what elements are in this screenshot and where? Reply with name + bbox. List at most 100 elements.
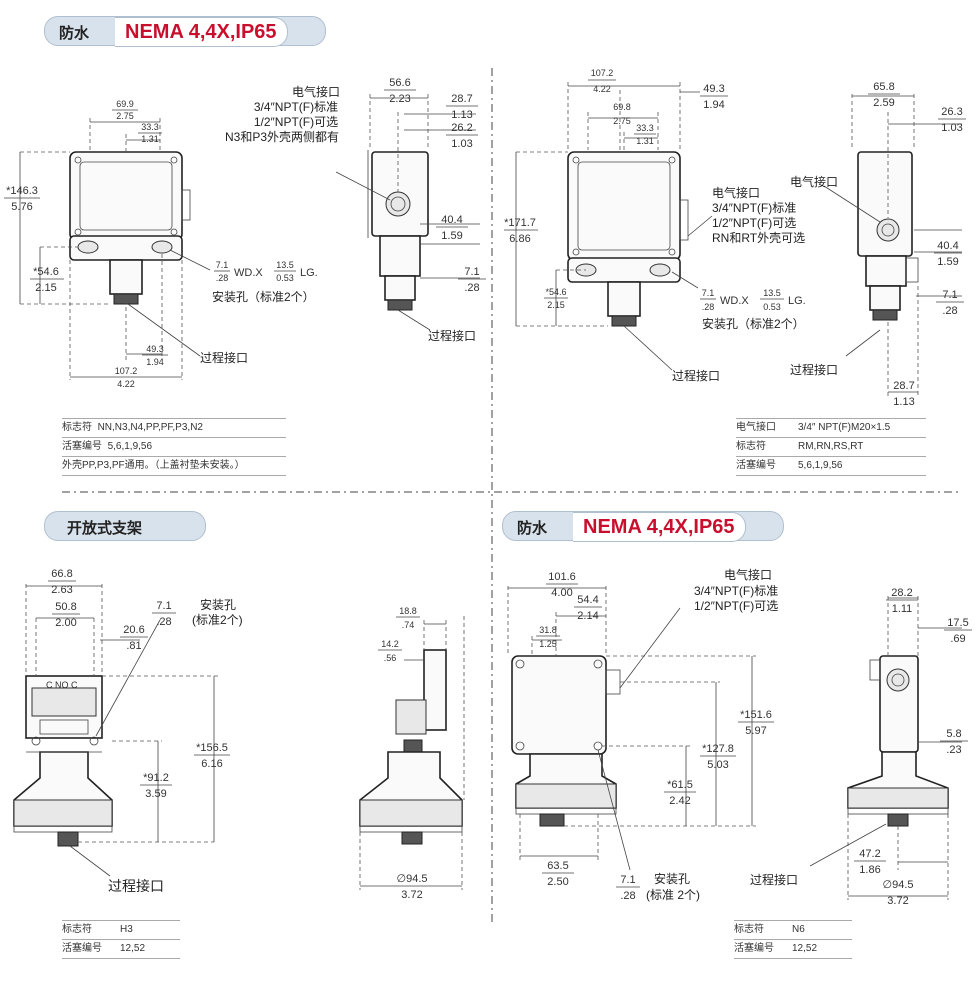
dim-label: 107.2 xyxy=(591,68,614,78)
dim-label: 1.03 xyxy=(451,138,472,150)
electrical-connection-label: 电气接口 xyxy=(790,174,838,189)
dim-label: 33.3 xyxy=(141,122,159,132)
dim-label: 2.23 xyxy=(389,93,410,105)
dim-label: 2.15 xyxy=(35,282,56,294)
table-value: NN,N3,N4,PP,PF,P3,N2 xyxy=(97,422,203,433)
dim-label: 3.59 xyxy=(145,788,166,800)
dim-label: .81 xyxy=(126,640,141,652)
electrical-connection-label: 电气接口 xyxy=(724,567,772,582)
header-key: 开放式支架 xyxy=(67,520,143,537)
dim-label: 1.31 xyxy=(636,136,654,146)
dim-label: 1.03 xyxy=(941,122,962,134)
header-title: NEMA 4,4X,IP65 xyxy=(115,17,288,47)
dim-label: 1.31 xyxy=(141,134,159,144)
dim-label: 13.5 xyxy=(763,288,781,298)
process-connection-label: 过程接口 xyxy=(672,368,720,383)
q4-front-view xyxy=(511,655,621,827)
dim-label: 7.1 xyxy=(942,289,957,301)
dim-label: 26.2 xyxy=(451,122,472,134)
dim-label: .28 xyxy=(464,282,479,294)
dim-label: .28 xyxy=(156,616,171,628)
table-key: 活塞编号 xyxy=(736,460,776,471)
dim-label: 40.4 xyxy=(937,240,958,252)
dim-label: 4.22 xyxy=(117,379,135,389)
table-key: 外壳PP,P3,PF通用。（上盖衬垫未安装。） xyxy=(62,460,245,471)
process-connection-label: 过程接口 xyxy=(428,328,476,343)
table-row: 活塞编号 5,6,1,9,56 xyxy=(62,438,286,457)
dim-label: 7.1 xyxy=(216,260,229,270)
mounting-hole-count: (标准2个) xyxy=(192,613,243,627)
table-value: H3 xyxy=(120,924,133,935)
electrical-connection-std: 3/4″NPT(F)标准 xyxy=(712,201,796,215)
q1-front-view xyxy=(69,151,191,305)
process-connection-label: 过程接口 xyxy=(200,350,248,365)
q3-front-dims xyxy=(25,584,218,877)
dim-label: .69 xyxy=(950,633,965,645)
dim-label: 49.3 xyxy=(146,344,164,354)
dim-label: 6.86 xyxy=(509,233,530,245)
dim-label: 69.9 xyxy=(116,99,134,109)
dim-label: 7.1 xyxy=(464,266,479,278)
dim-label: .23 xyxy=(946,744,961,756)
dim-label: 7.1 xyxy=(156,600,171,612)
table-value: 12,52 xyxy=(792,943,818,954)
header-key: 防水 xyxy=(517,520,548,537)
table-key: 活塞编号 xyxy=(734,943,774,954)
dim-label: 7.1 xyxy=(620,874,635,886)
electrical-connection-opt: 1/2″NPT(F)可选 xyxy=(254,115,338,129)
dim-label: 5.8 xyxy=(946,728,961,740)
dim-label: .28 xyxy=(216,273,229,283)
dim-label: *54.6 xyxy=(545,287,566,297)
dim-label: 1.94 xyxy=(146,357,164,367)
dim-label: 65.8 xyxy=(873,81,894,93)
mounting-hole-count: (标准 2个) xyxy=(646,888,700,902)
process-connection-label: 过程接口 xyxy=(108,878,164,894)
dim-label: 2.59 xyxy=(873,97,894,109)
table-row: 标志符 NN,N3,N4,PP,PF,P3,N2 xyxy=(62,418,286,438)
header-title: NEMA 4,4X,IP65 xyxy=(573,512,746,542)
dim-label: 69.8 xyxy=(613,102,631,112)
q3-side-view xyxy=(359,649,463,845)
mounting-hole-label: 安装孔 xyxy=(200,597,236,612)
table-value: N6 xyxy=(792,924,805,935)
dim-label: WD.X xyxy=(720,295,749,307)
table-key: 活塞编号 xyxy=(62,943,102,954)
dim-label: LG. xyxy=(788,295,806,307)
table-value: 3/4″ NPT(F)M20×1.5 xyxy=(798,422,891,433)
dim-label: 5.03 xyxy=(707,759,728,771)
dim-label: 4.00 xyxy=(551,587,572,599)
mounting-hole-label: 安装孔（标准2个） xyxy=(212,289,315,304)
process-connection-label: 过程接口 xyxy=(750,872,798,887)
dim-label: .74 xyxy=(402,620,415,630)
dim-label: 4.22 xyxy=(593,84,611,94)
dim-label: *61.5 xyxy=(667,779,693,791)
electrical-connection-opt: 1/2″NPT(F)可选 xyxy=(694,599,778,613)
dim-label: 3.72 xyxy=(401,889,422,901)
dim-label: WD.X xyxy=(234,267,263,279)
terminal-labels: C NO C xyxy=(46,680,78,690)
dim-label: 2.75 xyxy=(116,111,134,121)
dim-label: 49.3 xyxy=(703,83,724,95)
electrical-connection-label: 电气接口 xyxy=(292,84,340,99)
process-connection-label: 过程接口 xyxy=(790,362,838,377)
dim-label: 66.8 xyxy=(51,568,72,580)
dim-label: 2.42 xyxy=(669,795,690,807)
table-value: 12,52 xyxy=(120,943,146,954)
dim-label: 1.59 xyxy=(937,256,958,268)
dim-label: .28 xyxy=(942,305,957,317)
dim-label: *54.6 xyxy=(33,266,59,278)
dim-label: 56.6 xyxy=(389,77,410,89)
q3-side-dims xyxy=(359,616,465,890)
dim-label: 31.8 xyxy=(539,625,557,635)
dim-label: 1.13 xyxy=(893,396,914,408)
mounting-hole-label: 安装孔（标准2个） xyxy=(702,316,805,331)
table-value: 5,6,1,9,56 xyxy=(107,441,153,452)
dim-label: 13.5 xyxy=(276,260,294,270)
table-row: 外壳PP,P3,PF通用。（上盖衬垫未安装。） xyxy=(62,457,286,476)
